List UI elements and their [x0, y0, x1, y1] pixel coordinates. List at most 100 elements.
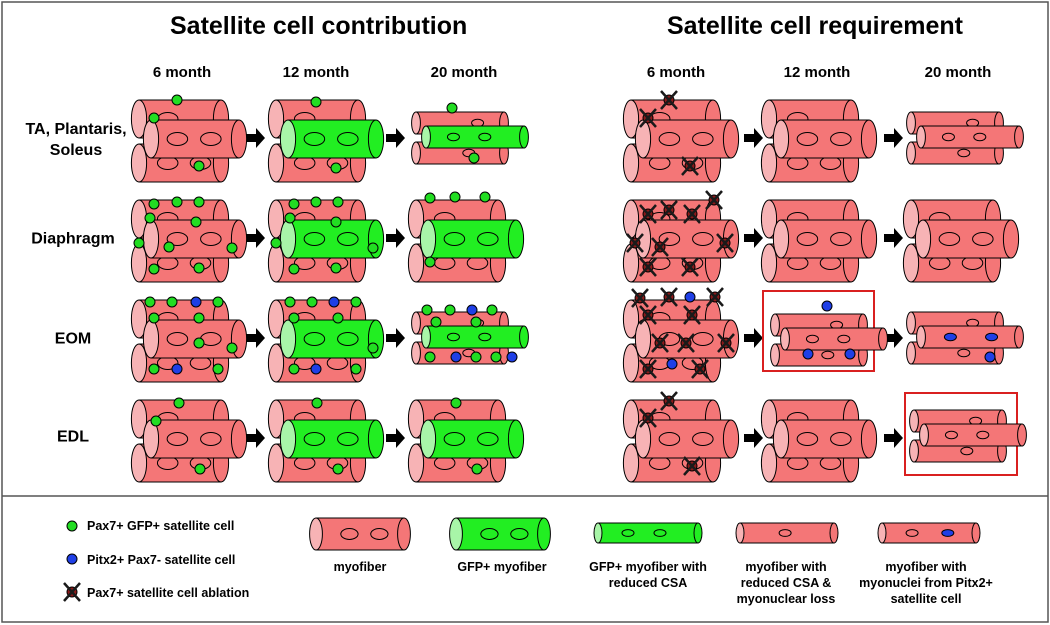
myofiber-far-end	[971, 522, 981, 544]
ablation-cross-mark	[691, 359, 709, 379]
pax7-gfp-satellite-cell	[479, 191, 491, 203]
myofiber-cut-end	[622, 399, 640, 439]
pax7-gfp-satellite-cell	[190, 216, 202, 228]
pax7-gfp-satellite-cell	[270, 237, 282, 249]
eom-req-6mo-bundle	[622, 299, 740, 383]
myofiber-cut-end	[622, 443, 640, 483]
myonucleus	[796, 432, 819, 446]
front-fiber	[772, 119, 878, 159]
pitx2-satellite-cell	[190, 296, 202, 308]
pitx2-satellite-cell	[466, 304, 478, 316]
pax7-gfp-satellite-cell	[148, 312, 160, 324]
pax7-gfp-satellite-cell	[424, 192, 436, 204]
myofiber-far-end	[1014, 325, 1024, 349]
front-fiber	[914, 219, 1020, 259]
myonucleus	[658, 132, 681, 146]
ablation-cross-mark	[683, 456, 701, 476]
progression-arrow	[246, 428, 265, 448]
ablation-cross-mark	[683, 204, 701, 224]
back-fiber-bottom	[267, 443, 367, 483]
pax7-gfp-satellite-cell	[133, 237, 145, 249]
myofiber-cut-end	[634, 419, 652, 459]
pitx2-satellite-cell	[171, 363, 183, 375]
myofiber-body	[427, 219, 517, 259]
myofiber-cut-end	[909, 439, 919, 463]
myonucleus	[941, 132, 955, 142]
myonucleus	[796, 232, 819, 246]
myofiber-cut-end	[906, 141, 916, 165]
myofiber-cut-end	[421, 125, 431, 149]
pax7-gfp-satellite-cell	[350, 296, 362, 308]
myofiber-far-end	[519, 125, 529, 149]
pax7-gfp-satellite-cell	[450, 397, 462, 409]
myonucleus	[778, 529, 792, 537]
myofiber-cut-end	[906, 341, 916, 365]
myofiber-body	[150, 319, 240, 359]
legend-label-pax7-gfp: Pax7+ GFP+ satellite cell	[87, 519, 235, 533]
myonucleus	[805, 334, 819, 344]
myofiber-far-end	[860, 419, 878, 459]
myofiber-cut-end	[279, 319, 297, 359]
myofiber-cut-end	[267, 299, 285, 339]
myofiber-cut-end	[760, 243, 778, 283]
myofiber-body	[287, 119, 377, 159]
myofiber-far-end	[1017, 423, 1027, 447]
pax7-gfp-satellite-cell	[486, 304, 498, 316]
myofiber-cut-end	[407, 243, 425, 283]
myofiber-body	[425, 325, 525, 349]
myonucleus	[166, 232, 189, 246]
myonucleus	[303, 232, 326, 246]
myonucleus	[200, 132, 222, 146]
myofiber-body	[425, 125, 525, 149]
pax7-gfp-satellite-cell	[330, 262, 342, 274]
ablation-cross-mark	[651, 333, 669, 353]
myofiber-body	[427, 419, 517, 459]
pitx2-satellite-cell	[984, 351, 996, 363]
myofiber-cut-end	[760, 199, 778, 239]
myonucleus	[510, 528, 529, 540]
front-fiber	[419, 419, 525, 459]
diaphragm-req-20mo-bundle	[902, 199, 1020, 283]
myofiber-cut-end	[760, 399, 778, 439]
diaphragm-20mo-bundle	[407, 199, 525, 283]
myofiber-far-end	[230, 419, 248, 459]
pax7-gfp-satellite-cell	[284, 296, 296, 308]
contribution-title: Satellite cell contribution	[170, 12, 468, 40]
myofiber-body	[920, 325, 1020, 349]
ablation-cross-mark	[681, 257, 699, 277]
myofiber-far-end	[367, 419, 385, 459]
myofiber-cut-end	[130, 99, 148, 139]
ablation-cross-mark	[660, 287, 678, 307]
ablation-cross-mark	[639, 108, 657, 128]
myonucleus	[166, 432, 189, 446]
ablation-cross-mark	[706, 287, 724, 307]
pax7-gfp-satellite-cell	[148, 263, 160, 275]
progression-arrow	[246, 328, 265, 348]
progression-arrow	[386, 228, 405, 248]
myonucleus	[941, 529, 955, 537]
pitx2-satellite-cell	[666, 358, 678, 370]
pax7-gfp-satellite-cell	[193, 196, 205, 208]
myofiber-far-end	[1002, 219, 1020, 259]
pax7-gfp-satellite-cell	[446, 102, 458, 114]
pax7-gfp-satellite-cell	[306, 296, 318, 308]
pax7-gfp-satellite-cell	[150, 415, 162, 427]
myonucleus	[166, 332, 189, 346]
ablation-cross-mark	[677, 333, 695, 353]
pax7-gfp-satellite-cell	[148, 198, 160, 210]
ta-req-12mo-bundle	[760, 99, 878, 183]
front-fiber	[279, 319, 385, 359]
requirement-col-12-month: 12 month	[783, 64, 851, 81]
myofiber-cut-end	[902, 243, 920, 283]
pax7-gfp-satellite-cell	[166, 296, 178, 308]
myofiber-far-end	[860, 119, 878, 159]
myofiber-cut-end	[267, 399, 285, 439]
row-label-ta-plantaris-soleus: TA, Plantaris, Soleus	[25, 121, 127, 159]
pax7-gfp-satellite-cell	[212, 296, 224, 308]
myofiber-cut-end	[877, 522, 887, 544]
myofiber-cut-end	[411, 341, 421, 365]
myofiber-cut-end	[760, 99, 778, 139]
myofiber-cut-end	[130, 143, 148, 183]
myofiber-far-end	[878, 327, 888, 351]
myofiber-cut-end	[770, 343, 780, 367]
